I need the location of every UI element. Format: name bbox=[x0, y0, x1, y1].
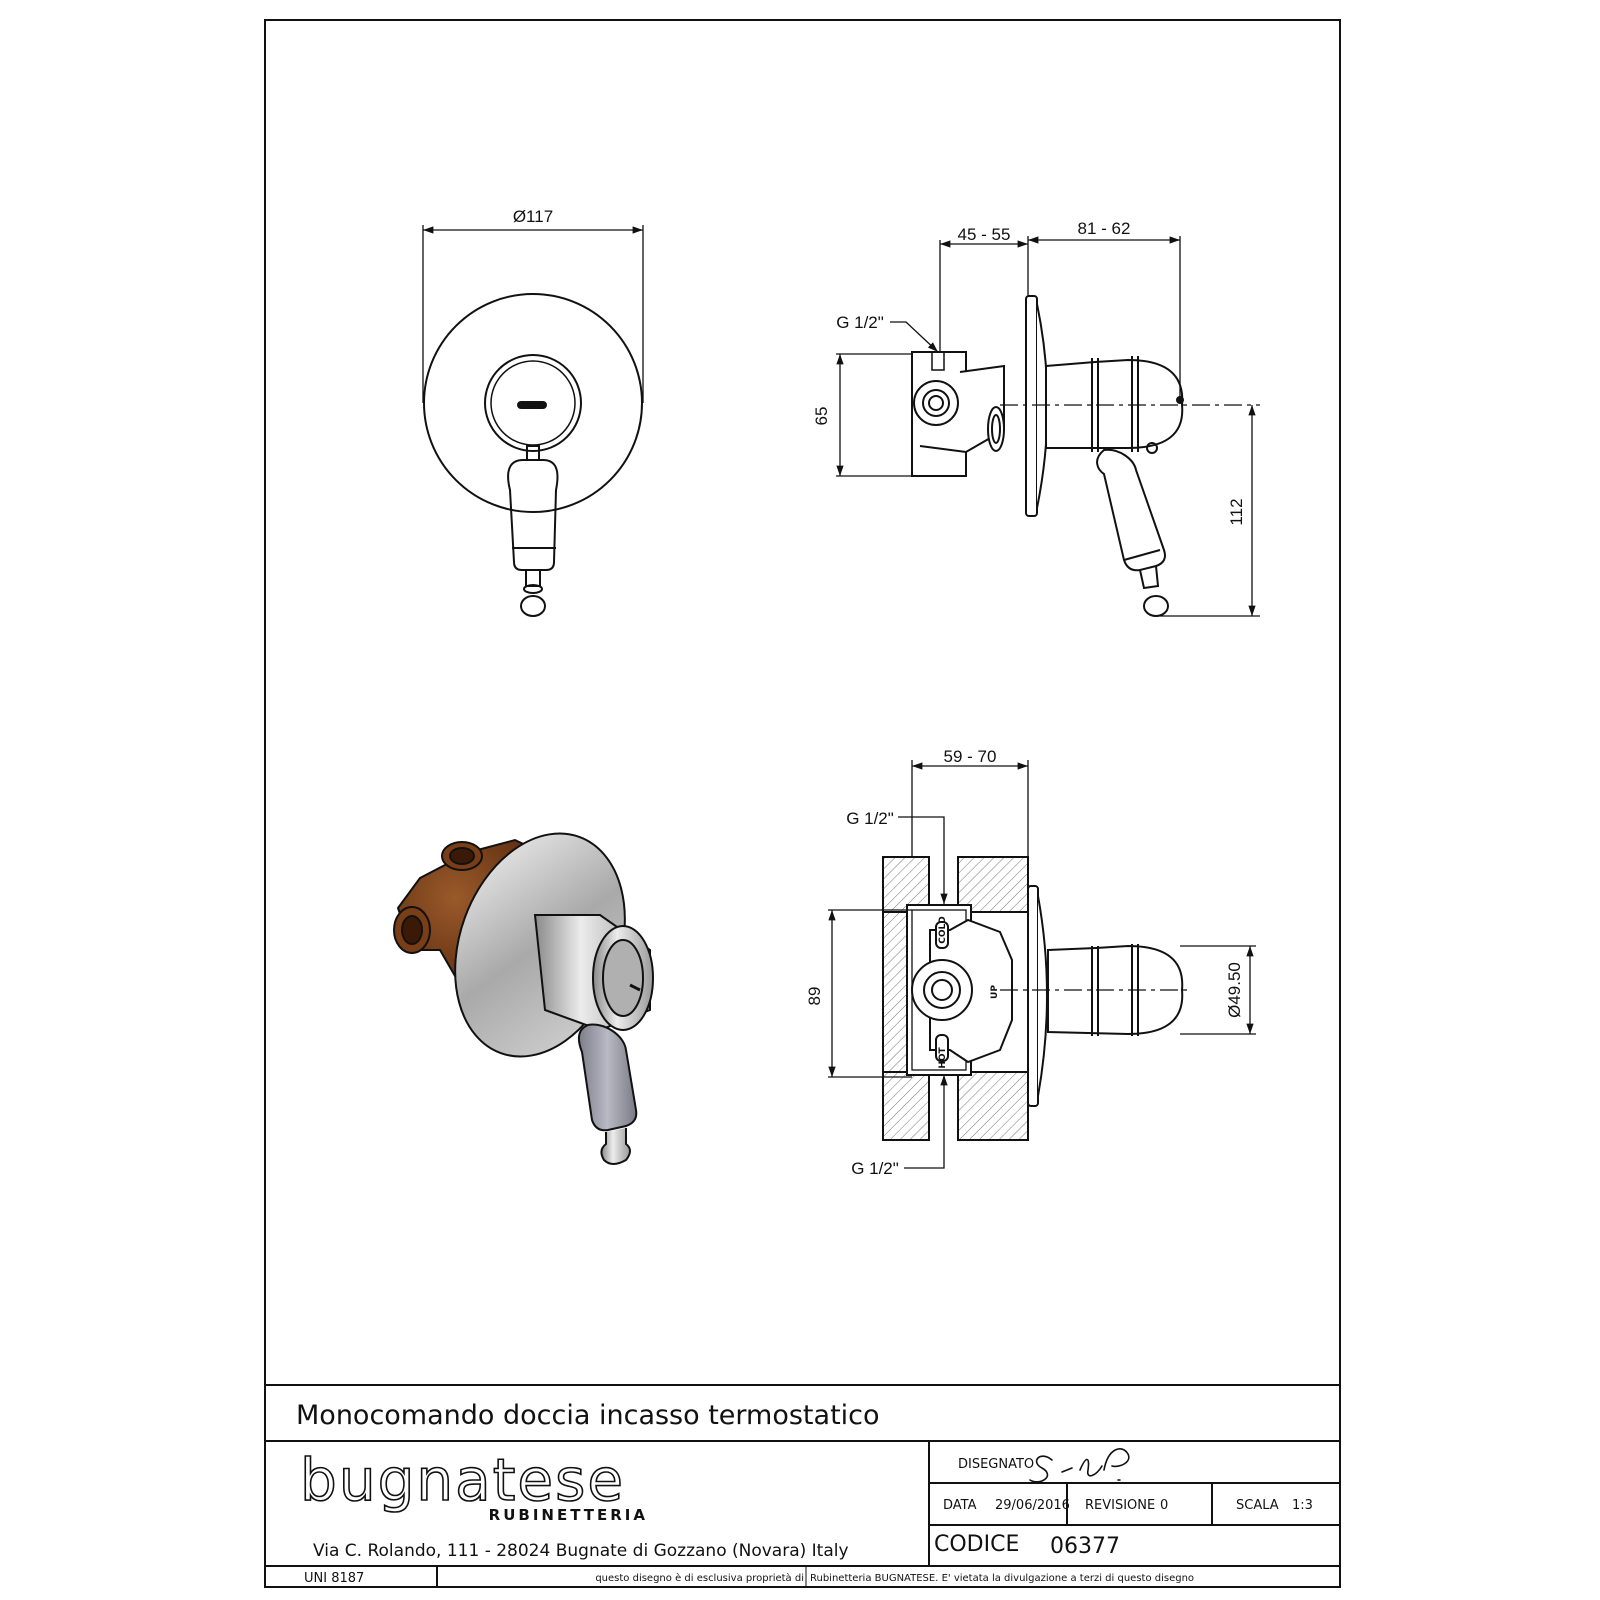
designed-label: DISEGNATO bbox=[958, 1457, 1034, 1472]
section-thread-top-label: G 1/2" bbox=[846, 809, 894, 828]
front-lever-neck bbox=[526, 445, 540, 461]
section-depth-label: 59 - 70 bbox=[944, 747, 997, 766]
iso-lever-handle bbox=[577, 1023, 638, 1132]
brand-logo-wordmark: bugnatese bbox=[300, 1446, 625, 1514]
side-lever-collar bbox=[1139, 565, 1160, 590]
side-lever-handle bbox=[1096, 448, 1166, 572]
designer-signature bbox=[1029, 1448, 1130, 1483]
sheet-border bbox=[264, 19, 1341, 1588]
side-view bbox=[911, 295, 1184, 617]
section-wall-bottom-right bbox=[957, 1071, 1029, 1141]
section-up-marking: UP bbox=[990, 985, 1000, 999]
scale-label: SCALA bbox=[1236, 1498, 1279, 1513]
side-handle-height-label: 112 bbox=[1227, 498, 1246, 525]
front-view bbox=[423, 293, 643, 617]
ownership-notice-part1: questo disegno è di esclusiva proprietà … bbox=[595, 1572, 804, 1584]
standard-reference: UNI 8187 bbox=[304, 1571, 364, 1586]
front-lever-collar bbox=[525, 570, 541, 587]
section-hot-marking: HOT bbox=[938, 1046, 948, 1068]
section-diameter-label: Ø49.50 bbox=[1225, 962, 1244, 1018]
revision-value: 0 bbox=[1160, 1498, 1168, 1513]
section-wall-left bbox=[882, 911, 908, 1073]
company-address: Via C. Rolando, 111 - 28024 Bugnate di G… bbox=[313, 1541, 849, 1561]
section-thread-bottom-label: G 1/2" bbox=[851, 1159, 899, 1178]
section-wall-top-left bbox=[882, 856, 930, 913]
side-lever-knob bbox=[1143, 595, 1169, 617]
section-cold-marking: COLD bbox=[938, 916, 948, 943]
section-wall-top-right bbox=[957, 856, 1029, 913]
side-height-label: 65 bbox=[812, 407, 831, 426]
side-depth-body-label: 45 - 55 bbox=[958, 225, 1011, 244]
date-value: 29/06/2016 bbox=[995, 1498, 1070, 1513]
date-label: DATA bbox=[943, 1498, 977, 1513]
side-inlet-inner bbox=[922, 389, 950, 417]
side-thread-label: G 1/2" bbox=[836, 313, 884, 332]
ownership-notice-part2: Rubinetteria BUGNATESE. E' vietata la di… bbox=[810, 1573, 1194, 1584]
front-lever-handle bbox=[507, 459, 559, 571]
code-label: CODICE bbox=[934, 1532, 1019, 1557]
front-rosette bbox=[423, 293, 643, 513]
front-diameter-dimension bbox=[422, 225, 644, 403]
front-cap-outer bbox=[484, 354, 582, 452]
side-top-port bbox=[931, 352, 945, 371]
title-block-lines bbox=[265, 1384, 1340, 1587]
code-value: 06377 bbox=[1050, 1534, 1120, 1559]
isometric-view bbox=[393, 832, 654, 1165]
front-diameter-label: Ø117 bbox=[513, 207, 553, 226]
section-height-label: 89 bbox=[805, 987, 824, 1006]
section-wall-bottom-left bbox=[882, 1071, 930, 1141]
section-dimensions bbox=[828, 760, 1256, 1169]
side-spindle bbox=[1045, 358, 1184, 449]
front-lever-knob bbox=[520, 595, 546, 617]
brand-subtitle: RUBINETTERIA bbox=[489, 1506, 648, 1524]
side-wall-plate bbox=[1025, 295, 1038, 517]
product-title: Monocomando doccia incasso termostatico bbox=[296, 1400, 880, 1431]
section-plate bbox=[1027, 885, 1039, 1107]
side-dimensions bbox=[836, 236, 1260, 617]
front-cap-slot bbox=[517, 401, 547, 409]
iso-lever-knob bbox=[600, 1128, 631, 1165]
revision-label: REVISIONE bbox=[1085, 1498, 1155, 1513]
scale-value: 1:3 bbox=[1292, 1498, 1313, 1513]
section-spindle bbox=[1047, 944, 1184, 1036]
side-depth-handle-label: 81 - 62 bbox=[1078, 219, 1131, 238]
section-view bbox=[882, 856, 1184, 1141]
side-outlet bbox=[987, 406, 1005, 452]
